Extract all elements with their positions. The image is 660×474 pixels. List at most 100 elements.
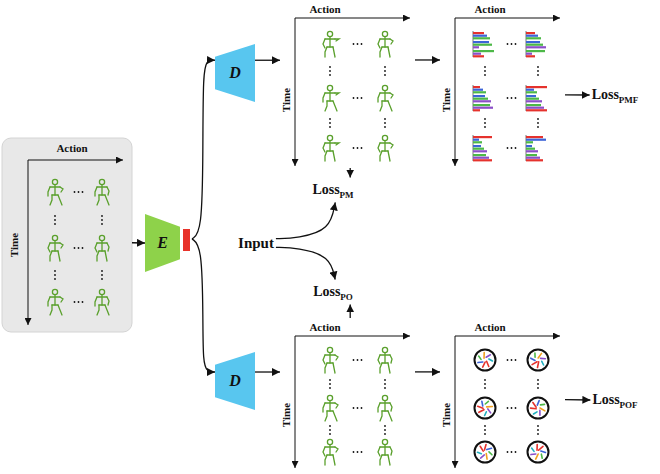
ellipsis-dot <box>484 379 486 381</box>
ellipsis-dot <box>515 97 517 99</box>
ellipsis-dot <box>537 70 539 72</box>
skeleton-figure <box>378 347 392 373</box>
loss-label: LossPO <box>311 280 355 305</box>
ellipsis-dot <box>511 97 513 99</box>
ellipsis-dot <box>74 247 76 249</box>
axis-label-vertical: Time <box>281 403 292 427</box>
ellipsis-dot <box>101 215 103 217</box>
ellipsis-dot <box>357 359 359 361</box>
axis-label-vertical: Time <box>441 403 452 427</box>
ellipsis-dot <box>511 451 513 453</box>
loss-label: LossPM <box>310 178 355 203</box>
label-text: Loss <box>312 182 339 197</box>
axis-line <box>455 336 560 337</box>
feature-circle <box>475 350 496 371</box>
encoder-block: E <box>145 214 180 272</box>
skeleton-figure <box>95 289 109 315</box>
feature-histogram <box>526 31 546 57</box>
feature-circle <box>475 398 496 419</box>
ellipsis-dot <box>54 219 56 221</box>
block-letter: D <box>229 373 241 389</box>
ellipsis-dot <box>384 429 386 431</box>
ellipsis-dot <box>507 359 509 361</box>
ellipsis-dot <box>384 74 386 76</box>
output-grid: ActionTime <box>280 0 415 168</box>
axis-line <box>295 336 296 468</box>
axis-label: Action <box>309 322 340 333</box>
ellipsis-dot <box>537 429 539 431</box>
block-letter: E <box>157 235 168 251</box>
axis-label: Action <box>56 143 87 154</box>
ellipsis-dot <box>101 278 103 280</box>
skeleton-figure <box>48 235 63 261</box>
grid-illustration <box>455 336 560 468</box>
feature-circle <box>528 398 549 419</box>
ellipsis-dot <box>515 359 517 361</box>
ellipsis-dot <box>101 274 103 276</box>
ellipsis-dot <box>515 43 517 45</box>
ellipsis-dot <box>537 66 539 68</box>
ellipsis-dot <box>357 147 359 149</box>
ellipsis-dot <box>74 301 76 303</box>
block-letter: D <box>229 65 241 81</box>
feature-grid: ActionTime <box>440 0 565 168</box>
ellipsis-dot <box>537 425 539 427</box>
ellipsis-dot <box>515 451 517 453</box>
ellipsis-dot <box>329 74 331 76</box>
axis-label: Action <box>309 4 340 15</box>
ellipsis-dot <box>361 359 363 361</box>
ellipsis-dot <box>384 433 386 435</box>
axis-label-vertical: Time <box>281 88 292 112</box>
ellipsis-dot <box>329 387 331 389</box>
grid-illustration <box>28 160 123 325</box>
connector-arrow <box>255 371 280 372</box>
ellipsis-dot <box>484 433 486 435</box>
ellipsis-dot <box>357 407 359 409</box>
ellipsis-dot <box>507 43 509 45</box>
ellipsis-dot <box>484 383 486 385</box>
ellipsis-dot <box>329 379 331 381</box>
ellipsis-dot <box>357 43 359 45</box>
ellipsis-dot <box>384 122 386 124</box>
ellipsis-dot <box>329 66 331 68</box>
ellipsis-dot <box>361 407 363 409</box>
ellipsis-dot <box>78 191 80 193</box>
ellipsis-dot <box>101 219 103 221</box>
axis-line <box>28 160 29 325</box>
input-panel: ActionTime <box>2 138 132 332</box>
axis-line <box>295 336 410 337</box>
ellipsis-dot <box>329 425 331 427</box>
skeleton-figure <box>323 395 338 421</box>
loss-label: LossPOF <box>590 388 639 413</box>
ellipsis-dot <box>54 270 56 272</box>
ellipsis-dot <box>329 118 331 120</box>
ellipsis-dot <box>507 407 509 409</box>
axis-line <box>28 160 123 161</box>
connector-arrow <box>255 60 280 61</box>
label-subscript: PMF <box>619 95 639 105</box>
skeleton-figure <box>378 31 393 57</box>
feature-histogram <box>473 31 494 57</box>
skeleton-figure <box>378 395 392 421</box>
ellipsis-dot <box>507 451 509 453</box>
ellipsis-dot <box>384 118 386 120</box>
ellipsis-dot <box>384 379 386 381</box>
ellipsis-dot <box>511 43 513 45</box>
ellipsis-dot <box>537 122 539 124</box>
ellipsis-dot <box>74 191 76 193</box>
ellipsis-dot <box>82 247 84 249</box>
skeleton-figure <box>48 179 63 205</box>
connector-arrow <box>565 94 590 95</box>
ellipsis-dot <box>329 126 331 128</box>
ellipsis-dot <box>384 387 386 389</box>
ellipsis-dot <box>353 451 355 453</box>
ellipsis-dot <box>353 43 355 45</box>
axis-label-vertical: Time <box>9 233 20 257</box>
trapezoid-fill <box>215 44 255 102</box>
ellipsis-dot <box>353 407 355 409</box>
label-text: Loss <box>592 392 619 407</box>
skeleton-figure <box>323 31 339 57</box>
skeleton-figure <box>95 179 109 205</box>
